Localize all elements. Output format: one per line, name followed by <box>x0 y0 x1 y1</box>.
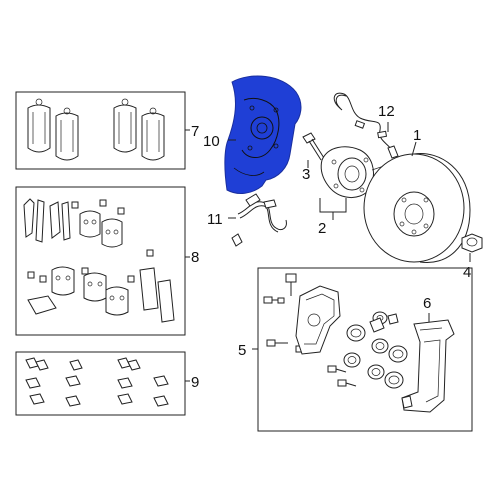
brake-pad-left-b <box>55 107 79 161</box>
caliper-piston <box>388 345 408 363</box>
hardware-clip <box>61 201 71 241</box>
hardware-shim <box>51 266 75 296</box>
callout-3: 3 <box>302 166 310 183</box>
hardware-bolt <box>71 201 79 209</box>
callout-12: 12 <box>378 103 395 120</box>
hardware-shim <box>157 279 175 323</box>
hardware-shim <box>101 218 123 248</box>
hardware-bolt <box>27 271 35 279</box>
hardware-clip <box>49 201 61 239</box>
box-pad-hardware: 8 <box>15 186 199 336</box>
caliper-body <box>295 285 341 355</box>
clip <box>29 393 45 405</box>
caliper-bracket <box>401 319 455 413</box>
hardware-shim <box>139 267 159 311</box>
abs-sensor-wire <box>333 92 399 159</box>
brake-pad-right-b <box>141 107 165 161</box>
dust-shield-highlighted <box>224 75 302 194</box>
brake-rotor <box>363 153 471 264</box>
hardware-shim <box>79 210 101 238</box>
caliper-bolt <box>285 273 297 296</box>
caliper-seal <box>343 352 361 368</box>
callout-11: 11 <box>207 211 223 228</box>
callout-4: 4 <box>463 264 471 281</box>
caliper-bolt <box>277 297 285 304</box>
callout-5: 5 <box>238 342 246 359</box>
caliper-seal <box>367 364 385 380</box>
callout-6: 6 <box>423 295 431 312</box>
clip <box>69 359 83 371</box>
callout-10: 10 <box>203 133 220 150</box>
hardware-bolt <box>127 275 135 283</box>
hardware-bolt <box>81 267 89 275</box>
hardware-bolt <box>39 275 47 283</box>
hub-bolt <box>302 132 325 161</box>
box-caliper: 5 <box>238 267 473 432</box>
caliper-seal <box>371 338 389 354</box>
caliper-boot <box>369 313 399 333</box>
hub-nut <box>461 233 483 253</box>
clip <box>153 395 169 407</box>
hardware-shim <box>105 286 129 316</box>
clip <box>65 395 81 407</box>
hardware-bolt <box>117 207 125 215</box>
callout-8: 8 <box>191 249 199 266</box>
clip <box>35 359 49 371</box>
brake-hose <box>231 193 287 247</box>
caliper-bolt <box>266 339 288 347</box>
hardware-bolt <box>99 199 107 207</box>
hardware-shim <box>83 272 107 302</box>
callout-2: 2 <box>318 220 326 237</box>
caliper-guide-pin <box>327 365 357 387</box>
clip <box>25 377 41 389</box>
callout-1: 1 <box>413 127 421 144</box>
box-clips: 9 <box>15 351 199 416</box>
clip <box>117 377 133 389</box>
callout-7: 7 <box>191 123 199 140</box>
brake-pad-left-a <box>27 98 51 153</box>
hardware-bracket <box>27 295 57 315</box>
hardware-bolt <box>146 249 154 257</box>
brake-pad-right-a <box>113 98 137 153</box>
caliper-piston <box>346 324 366 342</box>
clip <box>127 359 141 371</box>
callout-9: 9 <box>191 374 199 391</box>
wheel-hub-assembly <box>320 146 385 198</box>
clip <box>117 393 133 405</box>
clip <box>65 375 81 387</box>
caliper-piston <box>384 371 404 389</box>
box-brake-pads: 7 <box>15 91 199 170</box>
hardware-clip <box>35 199 45 243</box>
clip <box>153 375 169 387</box>
hardware-clip <box>23 198 35 238</box>
